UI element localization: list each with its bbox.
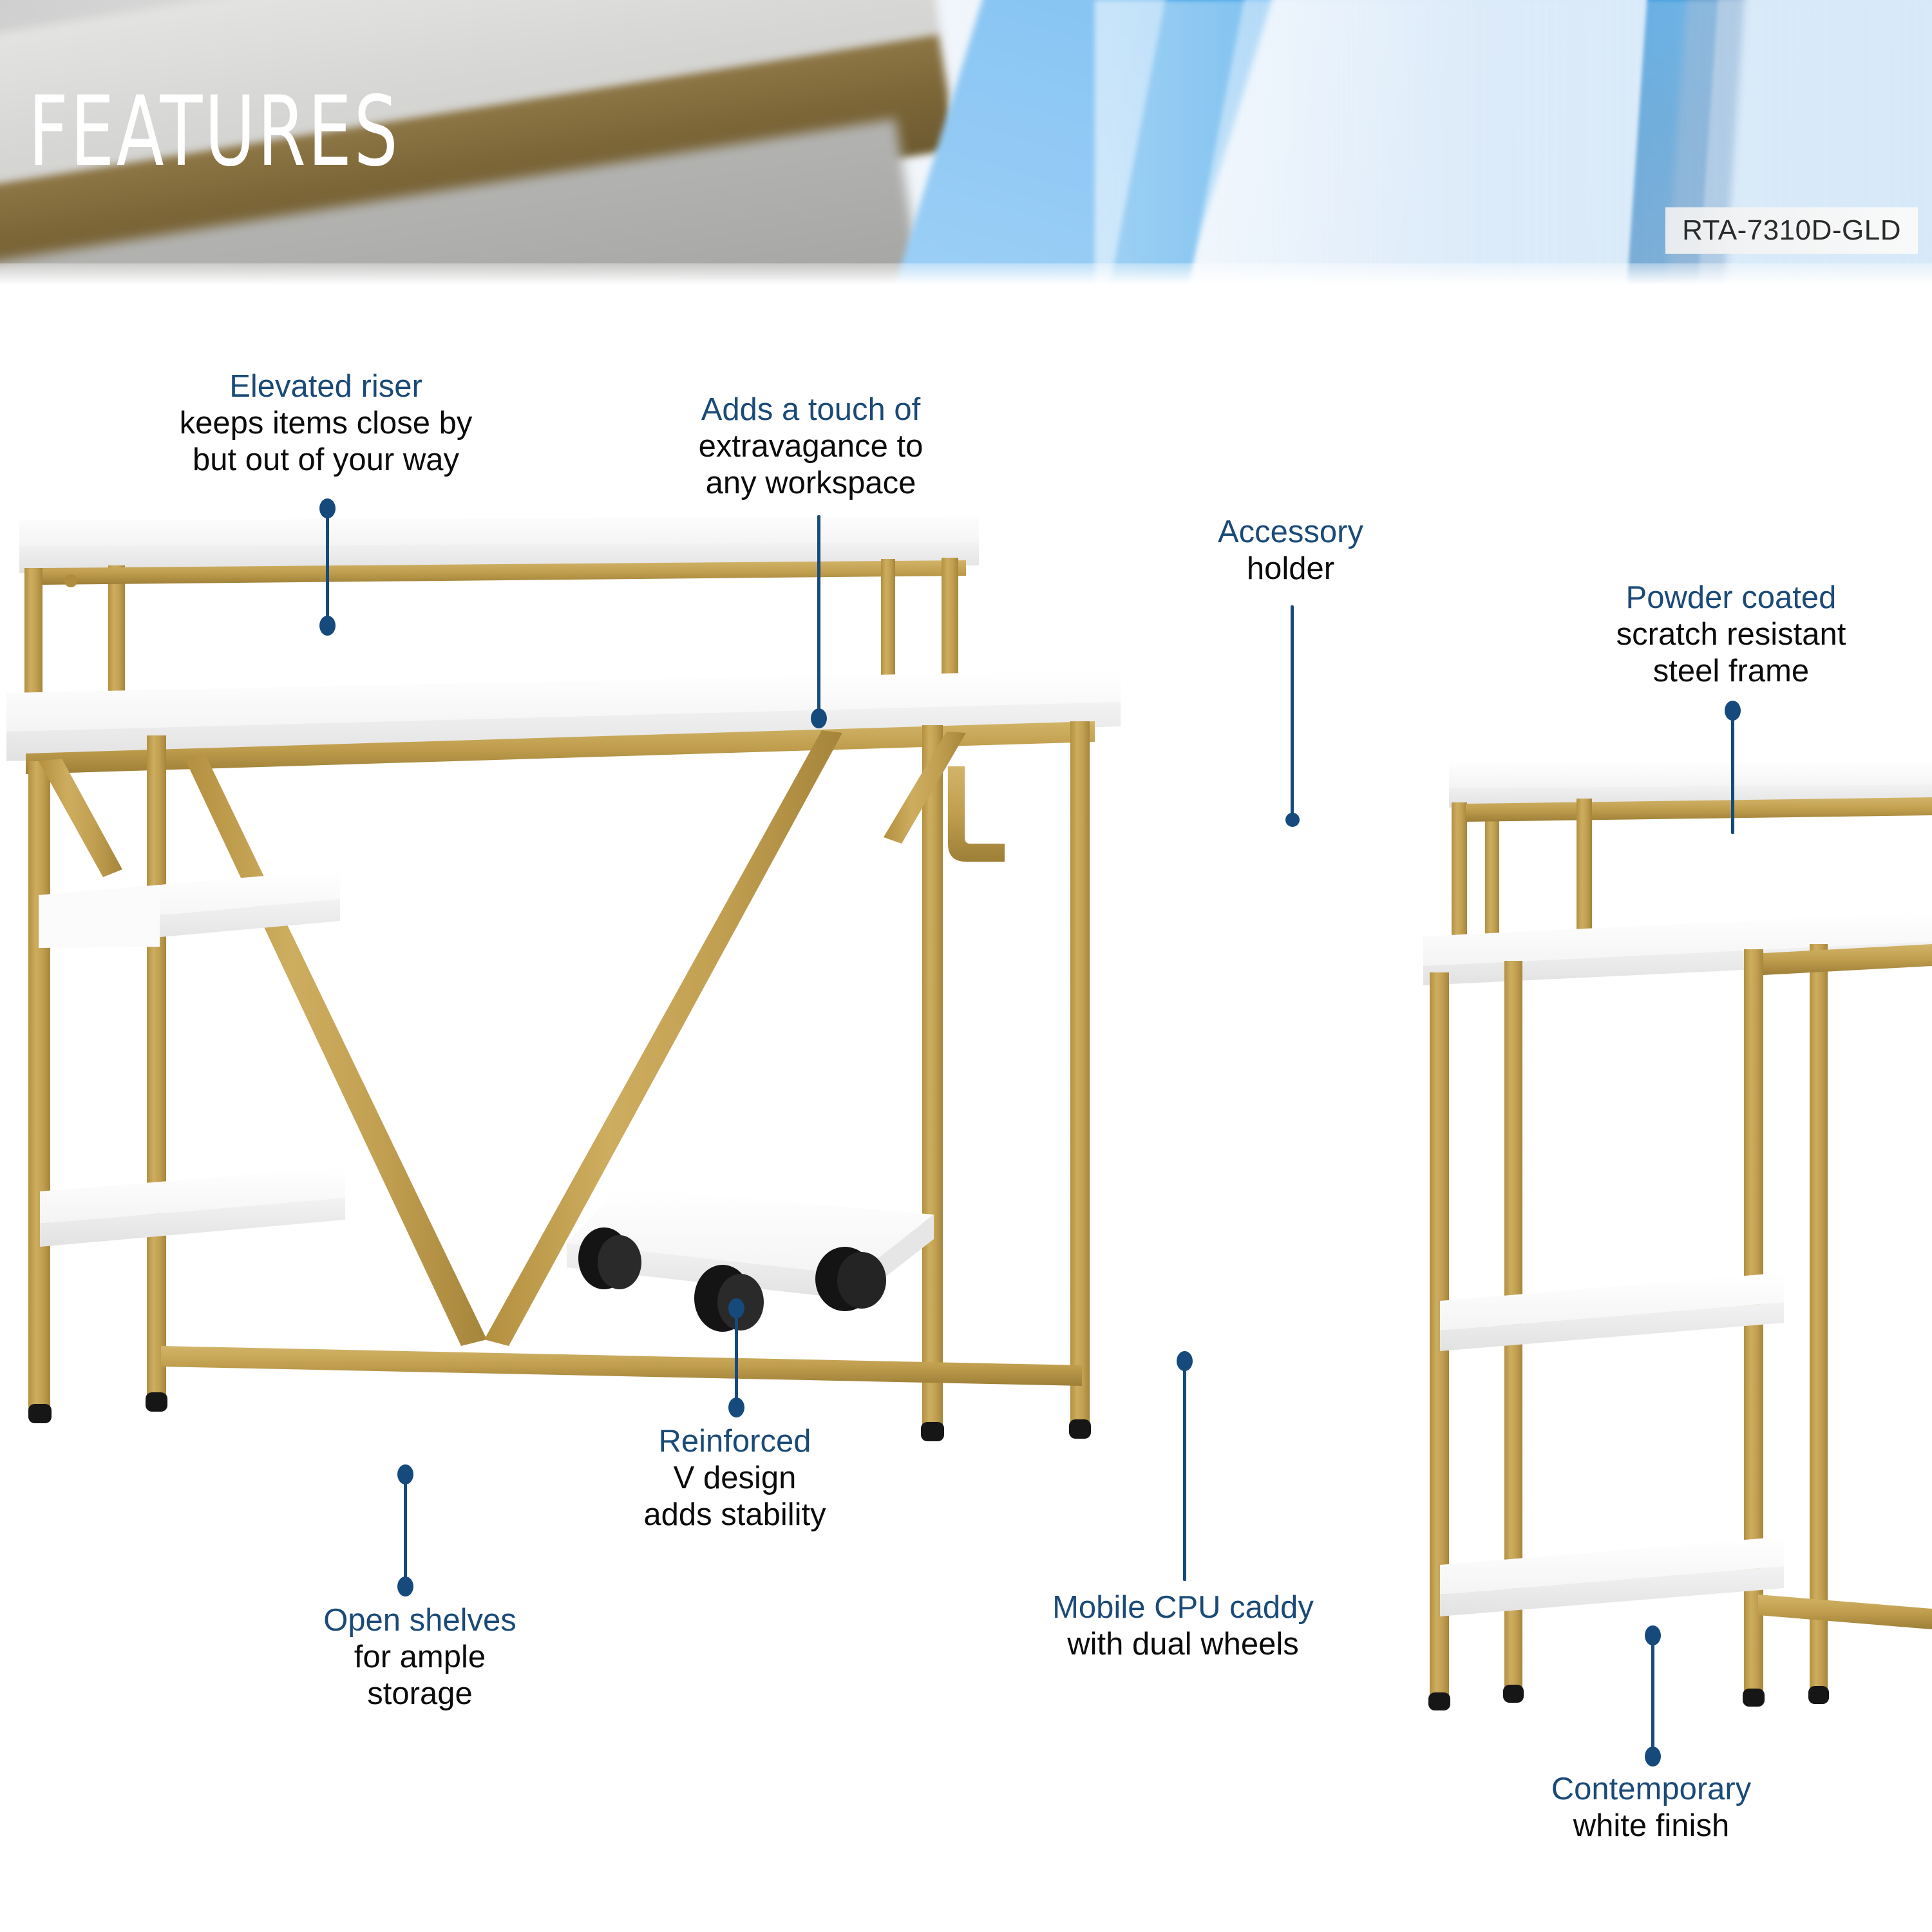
leader-line-accessory-holder — [1291, 605, 1294, 821]
desk-frame — [26, 721, 1095, 1441]
callout-line: keeps items close by — [179, 406, 473, 440]
page-title: FEATURES — [28, 76, 401, 188]
callout-line: holder — [1246, 551, 1335, 586]
callout-line: extravagance to — [698, 429, 923, 464]
leader-line-reinforced-v — [735, 1307, 738, 1409]
callout-line: white finish — [1573, 1808, 1730, 1843]
callout-line: Open shelves — [323, 1603, 516, 1638]
header-banner: FEATURES RTA-7310D-GLD — [0, 0, 1932, 293]
side-middle-shelf — [1440, 1273, 1784, 1351]
callout-line: Mobile CPU caddy — [1052, 1590, 1314, 1625]
leader-dot-accessory-holder — [1285, 813, 1300, 827]
leader-dot-reinforced-v-top — [728, 1298, 744, 1318]
callout-line: but out of your way — [192, 442, 459, 477]
leader-dot-cpu-caddy — [1177, 1351, 1193, 1371]
sku-badge: RTA-7310D-GLD — [1665, 207, 1918, 254]
side-riser-legs — [1452, 797, 1932, 940]
leader-line-open-shelves — [404, 1475, 407, 1591]
callout-line: adds stability — [643, 1497, 826, 1532]
product-image-side-desk — [1423, 760, 1932, 1765]
callout-line: Contemporary — [1551, 1772, 1752, 1806]
leader-dot-open-shelves-end — [397, 1577, 413, 1596]
main-desk-illustration — [6, 509, 1121, 1441]
callout-cpu-caddy: Mobile CPU caddy with dual wheels — [1052, 1589, 1314, 1663]
leader-dot-extravagance — [811, 708, 827, 728]
accessory-hook — [948, 766, 1005, 862]
callout-line: any workspace — [705, 466, 916, 500]
caster-wheel — [815, 1247, 886, 1311]
callout-line: V design — [673, 1461, 797, 1495]
callout-line: scratch resistant — [1616, 617, 1846, 652]
callout-line: Reinforced — [658, 1424, 811, 1459]
callout-extravagance: Adds a touch of extravagance to any work… — [699, 392, 923, 502]
callout-line: Adds a touch of — [701, 392, 921, 427]
side-bottom-shelf — [1440, 1537, 1784, 1616]
leader-line-elevated-riser — [326, 509, 329, 625]
leader-line-contemporary-white — [1651, 1636, 1654, 1758]
callout-reinforced-v: Reinforced V design adds stability — [643, 1423, 826, 1533]
leader-dot-reinforced-v-end — [728, 1397, 744, 1417]
callout-line: Elevated riser — [229, 369, 422, 404]
leader-dot-powder-coated — [1725, 701, 1741, 721]
product-image-main-desk — [0, 509, 1397, 1616]
callout-open-shelves: Open shelves for ample storage — [323, 1602, 516, 1712]
cpu-caddy — [567, 1188, 934, 1332]
caster-wheel — [578, 1227, 641, 1289]
side-desk-illustration — [1423, 760, 1932, 1710]
header-background-photo — [0, 0, 1932, 293]
leader-line-extravagance — [817, 515, 820, 715]
open-shelf-lower — [40, 1167, 345, 1247]
callout-line: Accessory — [1217, 515, 1364, 549]
callout-line: steel frame — [1653, 654, 1810, 688]
leader-dot-elevated-riser-end — [319, 616, 336, 636]
leader-line-powder-coated — [1731, 708, 1734, 834]
callout-line: with dual wheels — [1067, 1627, 1299, 1662]
leader-dot-contemporary-white-end — [1645, 1747, 1661, 1766]
open-shelf-upper — [39, 869, 340, 948]
leader-line-cpu-caddy — [1183, 1362, 1186, 1581]
leader-dot-elevated-riser-top — [319, 498, 336, 518]
callout-line: Powder coated — [1625, 580, 1837, 615]
callout-elevated-riser: Elevated riser keeps items close by but … — [180, 368, 473, 478]
callout-line: for ample — [354, 1640, 486, 1674]
callout-accessory-holder: Accessory holder — [1218, 514, 1363, 587]
callout-contemporary-white: Contemporary white finish — [1551, 1771, 1751, 1844]
riser-shelf — [19, 509, 979, 696]
sku-text: RTA-7310D-GLD — [1682, 214, 1901, 246]
callout-line: storage — [367, 1676, 473, 1711]
leader-dot-open-shelves-top — [397, 1464, 413, 1484]
callout-powder-coated: Powder coated scratch resistant steel fr… — [1616, 580, 1846, 690]
leader-dot-contemporary-white-top — [1645, 1625, 1661, 1645]
